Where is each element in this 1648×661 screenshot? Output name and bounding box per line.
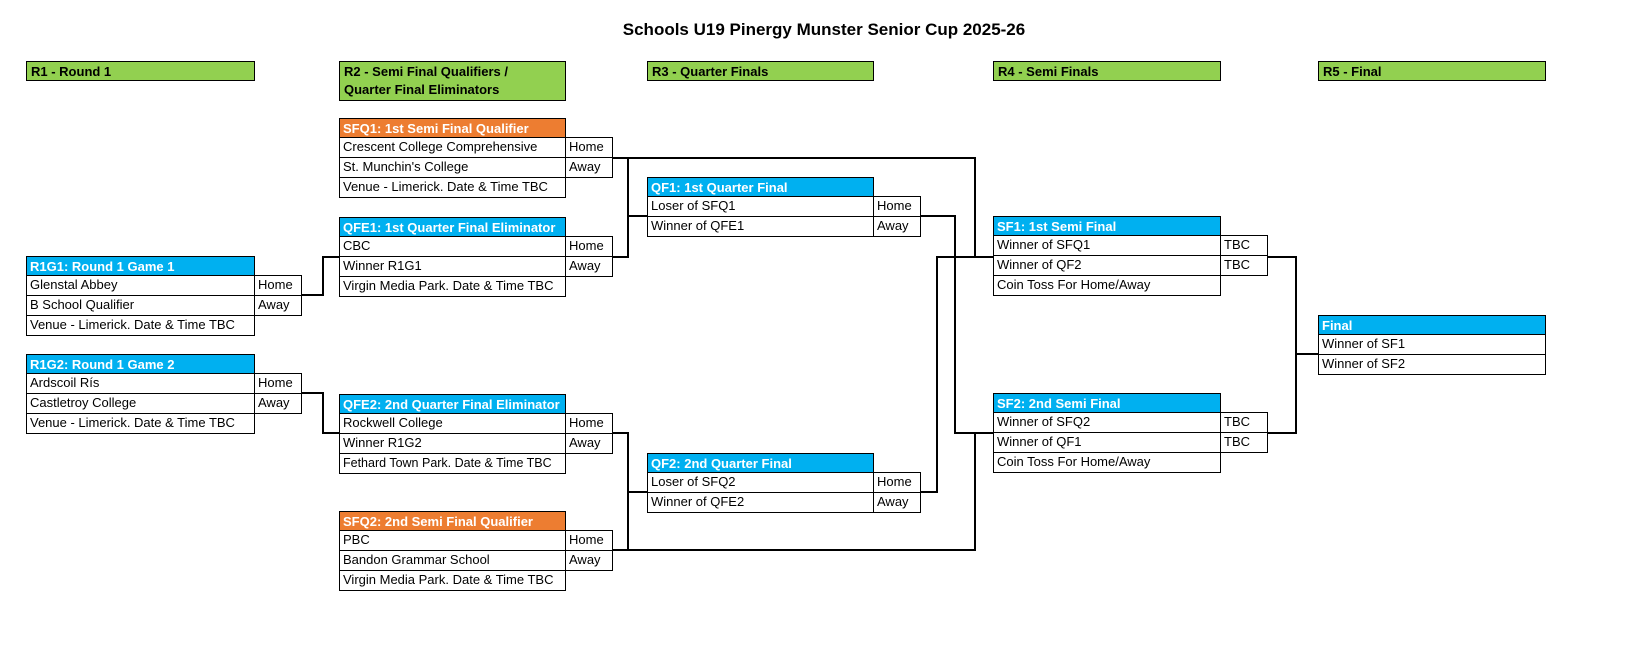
round-label: R5 - Final (1323, 64, 1382, 79)
team-2-tag: TBC (1220, 255, 1268, 276)
match-header: R1G2: Round 1 Game 2 (26, 354, 255, 374)
venue: Venue - Limerick. Date & Time TBC (26, 413, 255, 434)
venue: Virgin Media Park. Date & Time TBC (339, 276, 566, 297)
venue: Virgin Media Park. Date & Time TBC (339, 570, 566, 591)
round-header-r2: R2 - Semi Final Qualifiers / Quarter Fin… (339, 61, 566, 101)
team-2-tag: TBC (1220, 432, 1268, 453)
home-tag: Home (873, 472, 921, 493)
connector-sfq2-qf2 (613, 492, 629, 551)
away-tag: Away (565, 550, 613, 571)
home-tag: Home (254, 275, 302, 296)
round-header-r5: R5 - Final (1318, 61, 1546, 81)
match-header: SF1: 1st Semi Final (993, 216, 1221, 236)
connector-qfe2-qf2 (613, 432, 647, 493)
connector-qfe1-qf1 (613, 216, 629, 258)
venue: Coin Toss For Home/Away (993, 452, 1221, 473)
home-tag: Home (565, 236, 613, 257)
home-team: Loser of SFQ2 (647, 472, 874, 493)
away-tag: Away (254, 393, 302, 414)
connector-sf2-final (1268, 354, 1297, 434)
round-label: R1 - Round 1 (31, 64, 112, 79)
home-team: Crescent College Comprehensive (339, 137, 566, 158)
connector-qf1-sf2 (921, 215, 993, 434)
home-tag: Home (565, 137, 613, 158)
round-label: R4 - Semi Finals (998, 64, 1099, 79)
team-2: Winner of QF2 (993, 255, 1221, 276)
page-title: Schools U19 Pinergy Munster Senior Cup 2… (622, 20, 1026, 39)
connector-r1g2-qfe2 (302, 392, 339, 434)
connector-sfq2-sf2 (613, 433, 976, 551)
team-2: Winner of SF2 (1318, 354, 1546, 375)
team-1-tag: TBC (1220, 235, 1268, 256)
home-tag: Home (873, 196, 921, 217)
away-tag: Away (873, 216, 921, 237)
away-tag: Away (254, 295, 302, 316)
round-label: R3 - Quarter Finals (652, 64, 769, 79)
team-1: Winner of SF1 (1318, 334, 1546, 355)
away-tag: Away (565, 157, 613, 178)
round-label-line1: R2 - Semi Final Qualifiers / (344, 64, 508, 79)
team-2: Winner of QF1 (993, 432, 1221, 453)
connector-r1g1-qfe1 (302, 256, 339, 296)
venue: Fethard Town Park. Date & Time TBC (339, 453, 566, 474)
away-tag: Away (565, 256, 613, 277)
round-header-r3: R3 - Quarter Finals (647, 61, 874, 81)
round-header-r1: R1 - Round 1 (26, 61, 255, 81)
venue: Venue - Limerick. Date & Time TBC (26, 315, 255, 336)
connector-sfq1-sf1 (613, 157, 993, 258)
connector-sfq1-qf1 (613, 157, 647, 217)
venue: Coin Toss For Home/Away (993, 275, 1221, 296)
home-team: Glenstal Abbey (26, 275, 255, 296)
home-tag: Home (565, 413, 613, 434)
connector-sf1-final (1268, 256, 1318, 355)
venue: Venue - Limerick. Date & Time TBC (339, 177, 566, 198)
away-tag: Away (565, 433, 613, 454)
connector-qf2-sf1 (921, 256, 993, 493)
away-team: Winner of QFE2 (647, 492, 874, 513)
away-team: Winner of QFE1 (647, 216, 874, 237)
home-team: Loser of SFQ1 (647, 196, 874, 217)
away-tag: Away (873, 492, 921, 513)
home-tag: Home (254, 373, 302, 394)
round-label-line2: Quarter Final Eliminators (344, 82, 500, 97)
round-header-r4: R4 - Semi Finals (993, 61, 1221, 81)
